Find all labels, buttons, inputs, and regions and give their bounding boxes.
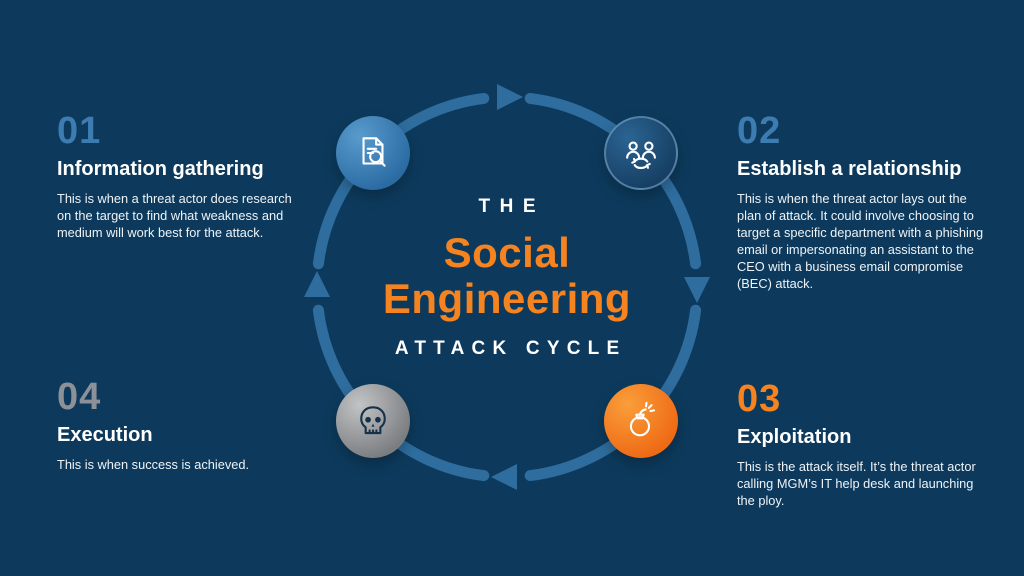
document-search-icon (362, 137, 386, 167)
stage-1-icon-circle (336, 116, 410, 190)
stage-execution: 04 Execution This is when success is ach… (57, 378, 309, 473)
stage-title: Execution (57, 424, 153, 446)
stage-exploitation: 03 Exploitation This is the attack itsel… (737, 380, 985, 509)
people-exchange-icon (626, 141, 656, 170)
center-title-block: THE Social Engineering ATTACK CYCLE (352, 196, 662, 360)
stage-description: This is the attack itself. It’s the thre… (737, 459, 976, 508)
stage-number: 02 (737, 110, 782, 152)
stage-number: 01 (57, 110, 102, 152)
stage-3-icon-circle (604, 384, 678, 458)
stage-description: This is when the threat actor lays out t… (737, 191, 984, 291)
center-subtitle: ATTACK CYCLE (394, 338, 627, 359)
stage-title: Information gathering (57, 158, 264, 180)
skull-icon (360, 406, 386, 435)
stage-title: Exploitation (737, 426, 852, 448)
center-title-line2: Engineering (382, 275, 632, 322)
center-kicker: THE (478, 196, 545, 217)
stage-number: 04 (57, 376, 102, 418)
stage-title: Establish a relationship (737, 158, 962, 180)
stage-description: This is when a threat actor does researc… (57, 191, 292, 240)
stage-4-icon-circle (336, 384, 410, 458)
bomb-icon (629, 401, 656, 437)
stage-establish-a-relationship: 02 Establish a relationship This is when… (737, 112, 985, 292)
stage-2-icon-circle (604, 116, 678, 190)
stage-description: This is when success is achieved. (57, 457, 250, 472)
stage-information-gathering: 01 Information gathering This is when a … (57, 112, 309, 241)
center-title-line1: Social (443, 229, 571, 276)
stage-number: 03 (737, 378, 782, 420)
